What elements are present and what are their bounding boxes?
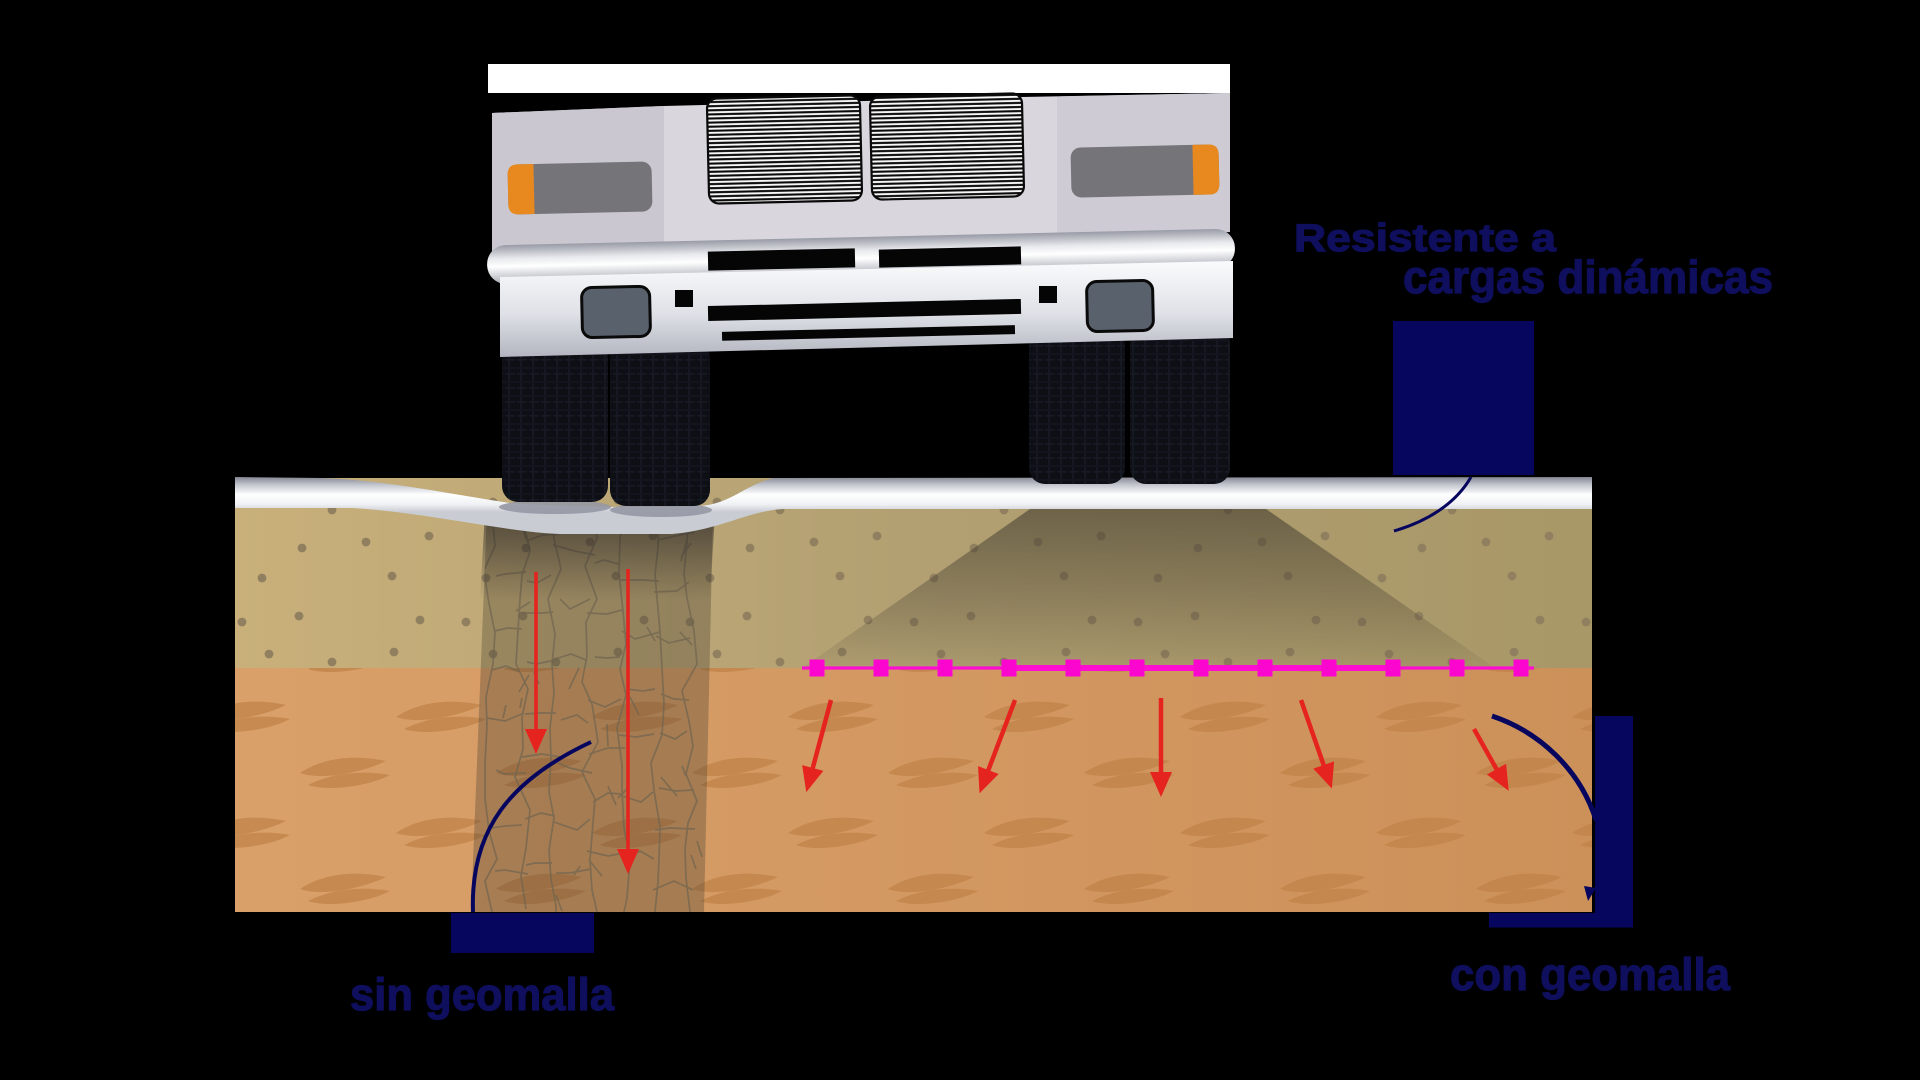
svg-text:sin geomalla: sin geomalla — [350, 969, 615, 1020]
svg-text:con geomalla: con geomalla — [1450, 949, 1731, 1000]
svg-text:Resistente a: Resistente a — [1294, 217, 1556, 260]
svg-text:cargas dinámicas: cargas dinámicas — [1403, 251, 1773, 303]
